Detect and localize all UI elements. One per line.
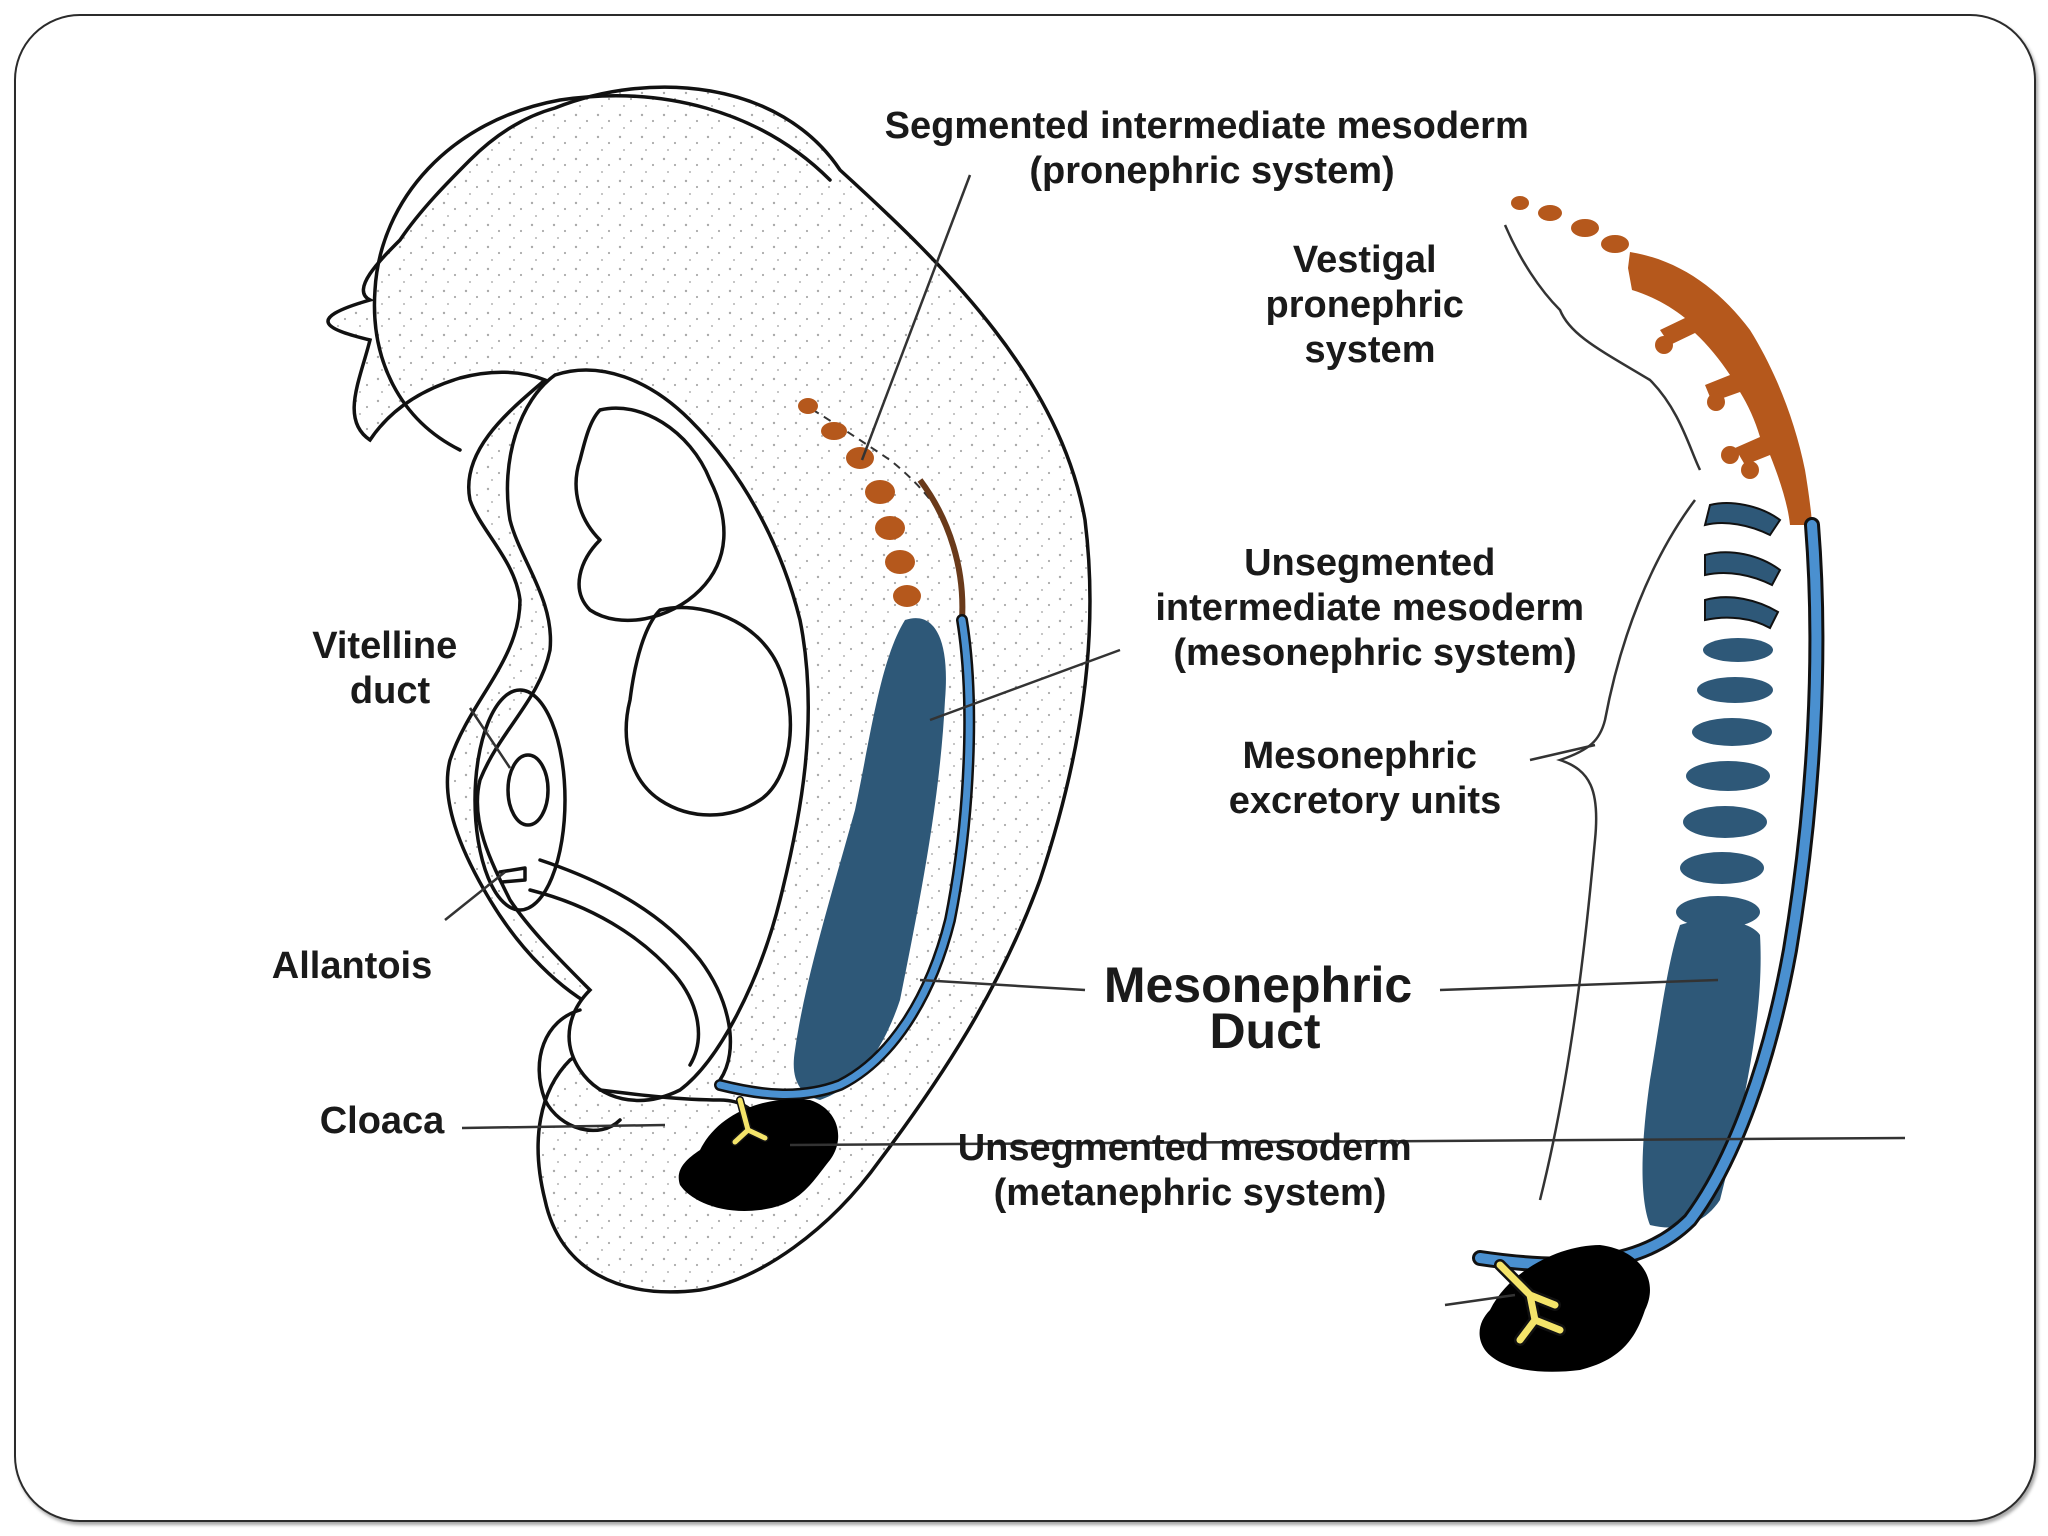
pronephric-tubule-end xyxy=(1741,461,1759,479)
leader-metanephric xyxy=(789,1136,1906,1147)
right-metanephric xyxy=(1479,1245,1650,1372)
pronephric-segment xyxy=(865,480,895,504)
embryo-head-outline xyxy=(372,94,832,452)
pronephric-segment xyxy=(893,585,921,607)
leader-unsegmented xyxy=(929,648,1121,722)
gut-tube-inner xyxy=(528,888,701,1067)
leader-cloaca xyxy=(461,1123,666,1130)
mesonephric-unit xyxy=(1683,806,1767,838)
mesonephric-tissue xyxy=(793,618,946,1100)
label-mesonephric-units: Mesonephric excretory units xyxy=(1229,735,1501,822)
liver-lobe-outline xyxy=(624,605,793,817)
mesonephric-unit xyxy=(1676,896,1760,928)
pronephric-segment xyxy=(1601,235,1629,253)
allantois-loop xyxy=(498,866,527,884)
ureteric-bud xyxy=(1496,1261,1564,1344)
mesonephric-duct-left-fill xyxy=(716,616,973,1098)
label-mesonephric-duct: Mesonephric Duct xyxy=(1104,957,1426,1059)
metanephric-blastema xyxy=(678,1099,839,1211)
right-mesonephric xyxy=(1642,502,1782,1228)
mesonephric-unit xyxy=(1692,718,1772,746)
pronephric-segment xyxy=(846,447,874,469)
right-pronephric xyxy=(1511,196,1812,525)
mesonephric-unit xyxy=(1703,638,1773,662)
body-cavity xyxy=(475,368,811,1103)
left-mesonephric xyxy=(714,614,976,1101)
label-segmented: Segmented intermediate mesoderm (proneph… xyxy=(885,105,1540,192)
vitelline-stalk xyxy=(473,688,567,912)
left-pronephric-segments xyxy=(798,398,966,621)
pronephric-tubule-end xyxy=(1707,393,1725,411)
gut-tube-outer xyxy=(538,858,733,1082)
leader-metanephric-right xyxy=(1444,1293,1516,1307)
mesonephric-tubule xyxy=(1704,596,1780,630)
label-allantois: Allantois xyxy=(272,945,432,987)
pronephric-segment xyxy=(1571,219,1599,237)
heart-lobe-outline xyxy=(574,406,726,623)
label-cloaca: Cloaca xyxy=(320,1100,445,1142)
tail-outline xyxy=(537,1008,622,1133)
pronephric-segment xyxy=(885,550,915,574)
leader-mesonephric-duct-right xyxy=(1439,978,1719,992)
mesonephric-tubule xyxy=(1704,551,1782,587)
vestigial-bracket xyxy=(1503,224,1702,471)
pronephric-segment xyxy=(1538,205,1562,221)
label-unsegmented: Unsegmented intermediate mesoderm (meson… xyxy=(1155,542,1594,674)
pronephric-segment xyxy=(1511,196,1529,210)
pronephric-tubule-end xyxy=(1655,336,1673,354)
pronephric-segment xyxy=(798,398,818,414)
label-vitelline: Vitelline duct xyxy=(312,625,468,712)
pronephric-tubule-end xyxy=(1721,446,1739,464)
leader-mesonephric-duct-left xyxy=(919,978,1086,992)
mesonephric-unit xyxy=(1697,677,1773,703)
pronephric-segment xyxy=(875,516,905,540)
mesonephric-column xyxy=(1642,919,1761,1228)
leader-allantois xyxy=(444,871,506,921)
leader-segmented xyxy=(860,174,972,461)
label-vestigial: Vestigal pronephric system xyxy=(1265,239,1474,371)
mesonephric-units-brace xyxy=(1538,499,1697,1201)
pronephric-segment xyxy=(821,422,847,440)
pronephric-tubules xyxy=(1628,252,1812,525)
label-metanephric: Unsegmented mesoderm (metanephric system… xyxy=(958,1127,1423,1214)
leader-vitelline xyxy=(468,707,512,769)
left-metanephric xyxy=(678,1096,839,1211)
mesonephric-unit xyxy=(1680,852,1764,884)
mesonephric-tubule xyxy=(1703,502,1782,537)
leader-mesonephric-units xyxy=(1529,743,1596,762)
vitelline-lumen xyxy=(506,753,550,827)
pronephric-duct-brown xyxy=(917,478,966,621)
mesonephric-unit xyxy=(1686,761,1770,791)
ureteric-bud-fill xyxy=(732,1097,768,1145)
